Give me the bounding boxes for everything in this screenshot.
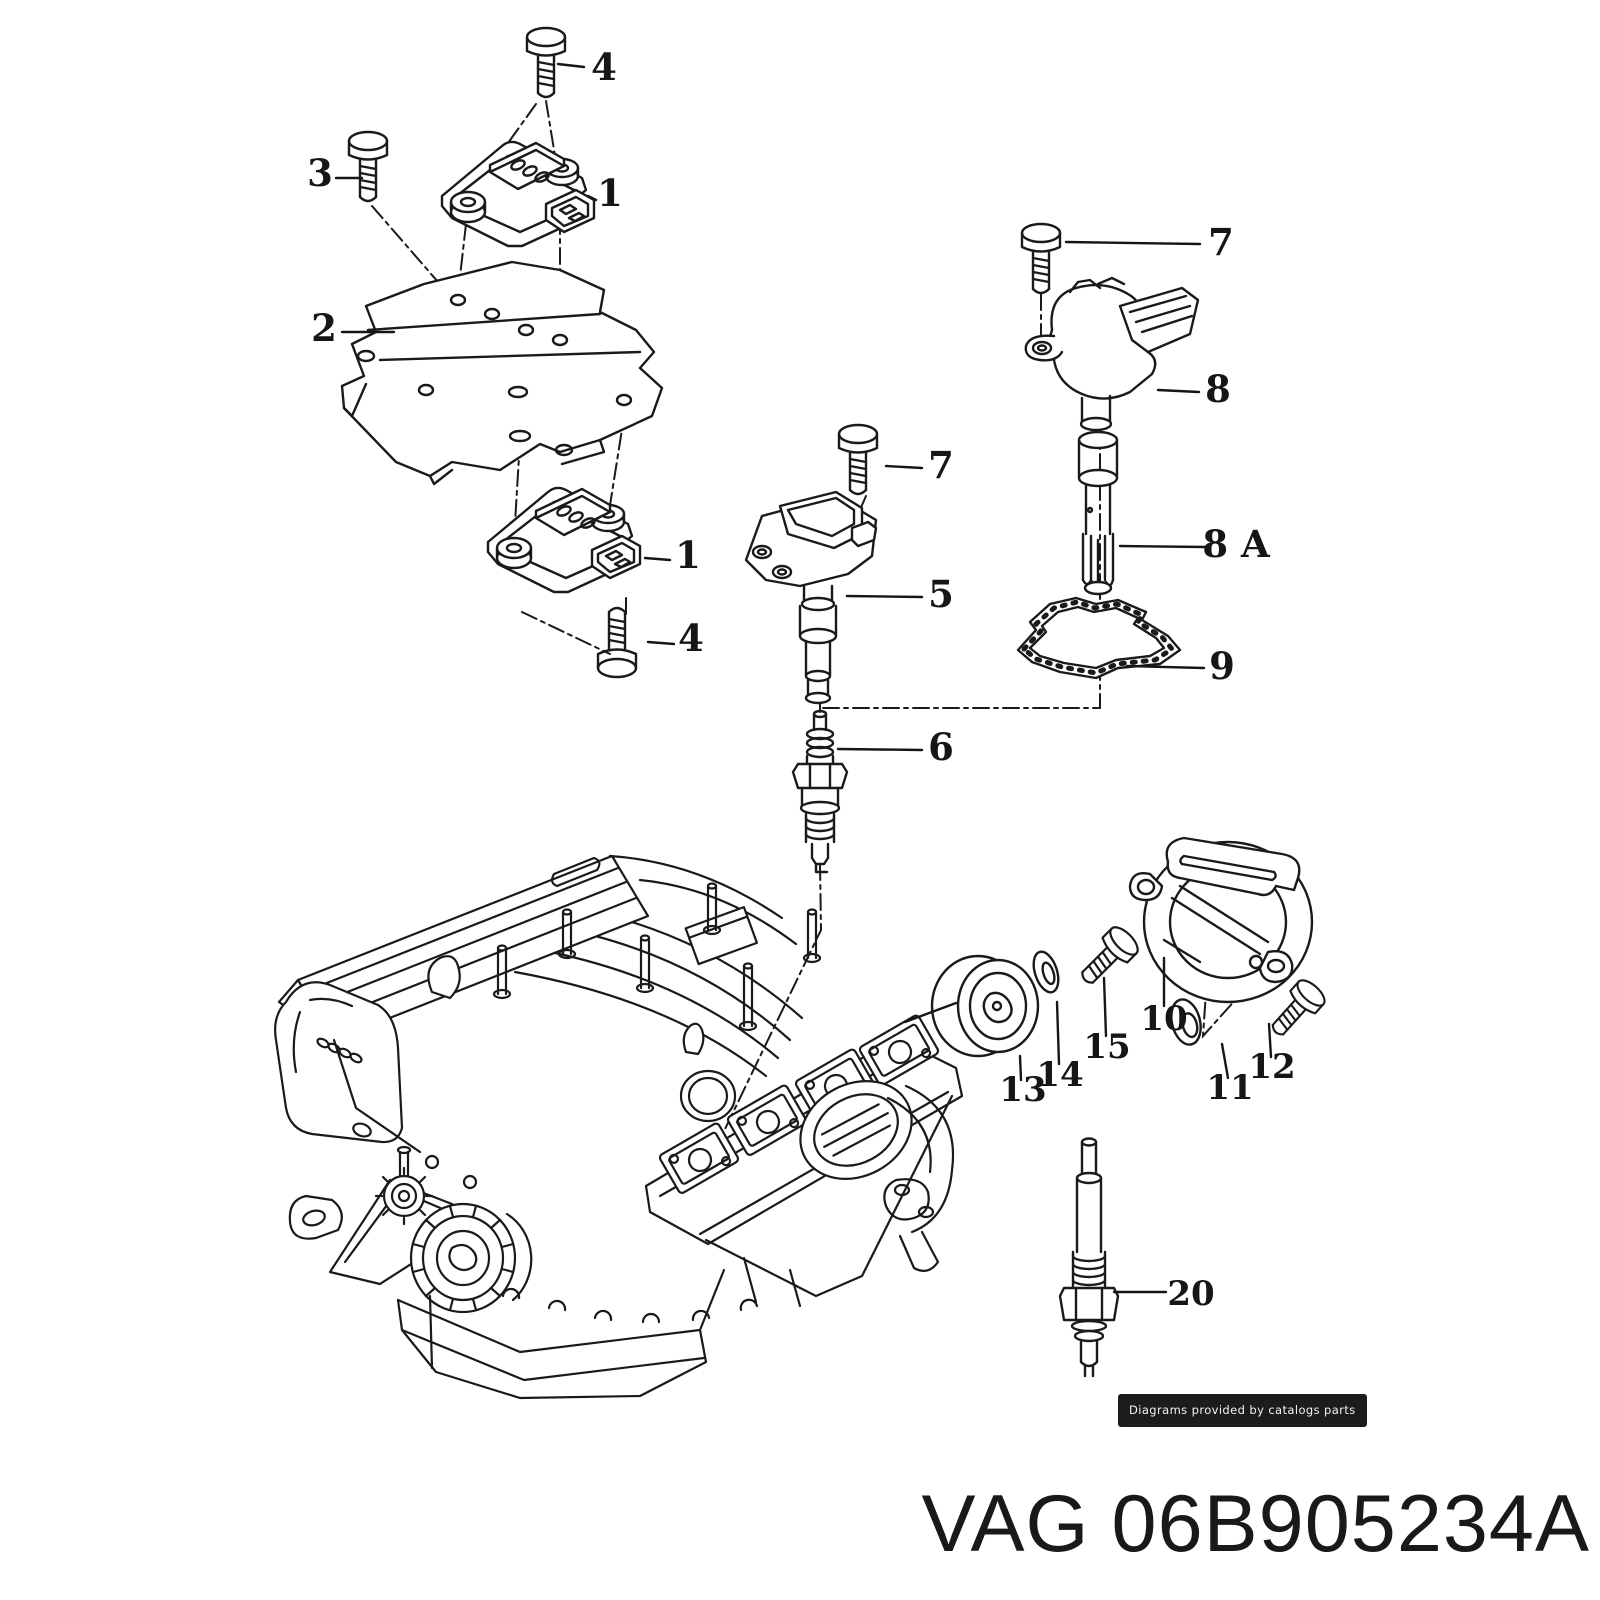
part-11-washer — [1170, 998, 1202, 1046]
part-10-retaining-clamp — [1128, 836, 1314, 1004]
watermark-text: Diagrams provided by catalogs parts — [1129, 1403, 1356, 1417]
callout-10: 10 — [1140, 999, 1187, 1039]
callout-7-middle: 7 — [928, 443, 954, 487]
callout-13: 13 — [999, 1070, 1046, 1110]
leader-8a — [1118, 544, 1208, 549]
part-20-glow-plug — [1058, 1137, 1120, 1378]
part-7-bolt-right — [1020, 222, 1062, 295]
callout-7-right: 7 — [1208, 220, 1234, 264]
leader-11 — [1220, 1042, 1230, 1080]
leader-8 — [1156, 388, 1201, 394]
part-13-roller — [930, 954, 1040, 1058]
leader-7-right — [1064, 240, 1202, 246]
part-8a-connector-sleeve — [1077, 430, 1119, 596]
leader-14 — [1055, 1000, 1061, 1066]
leader-1-upper — [586, 194, 598, 202]
callout-leader-lines — [334, 62, 1273, 1294]
callout-15: 15 — [1083, 1027, 1130, 1067]
leader-7-middle — [884, 464, 924, 470]
callout-3: 3 — [307, 151, 333, 195]
callout-8: 8 — [1205, 367, 1231, 411]
callout-14: 14 — [1036, 1055, 1083, 1095]
leader-6 — [836, 747, 924, 752]
part-3-bolt — [347, 130, 389, 203]
part-15-bolt — [1071, 921, 1144, 994]
callout-12: 12 — [1248, 1047, 1295, 1087]
leader-13 — [1018, 1054, 1023, 1082]
leader-12 — [1267, 1022, 1273, 1059]
leader-5 — [845, 594, 924, 599]
callout-11: 11 — [1206, 1068, 1253, 1108]
callout-20: 20 — [1167, 1274, 1214, 1314]
engine-illustration — [274, 854, 964, 1400]
callout-4-top: 4 — [591, 45, 617, 89]
watermark-badge: Diagrams provided by catalogs parts — [1118, 1394, 1367, 1427]
part-14-washer — [1032, 950, 1060, 994]
callout-6: 6 — [928, 725, 954, 769]
leader-4-lower — [646, 640, 676, 646]
part-6-spark-plug — [791, 709, 849, 874]
callout-9: 9 — [1209, 644, 1235, 688]
part-9-gasket — [1016, 596, 1182, 680]
part-4-bolt-lower — [596, 606, 638, 679]
part-number: 06B905234A — [1111, 1479, 1590, 1569]
leader-4-top — [556, 62, 586, 69]
leader-15 — [1102, 976, 1108, 1038]
leader-9 — [1125, 664, 1206, 670]
leader-1-lower — [643, 556, 672, 562]
part-5-ignition-coil — [744, 490, 878, 705]
callout-4-lower: 4 — [678, 616, 704, 660]
callout-2: 2 — [311, 306, 337, 350]
part-7-bolt-middle — [837, 423, 879, 496]
part-8-ignition-coil — [1024, 276, 1200, 432]
callout-8a: 8 A — [1202, 522, 1271, 566]
part-4-bolt-top — [525, 26, 567, 99]
part-1-control-module-lower — [486, 486, 642, 594]
callout-1-upper: 1 — [597, 171, 623, 215]
part-2-bracket-plate — [340, 260, 664, 486]
brand-label: VAG — [921, 1479, 1090, 1569]
leader-13-engine — [903, 1001, 958, 1024]
callout-5: 5 — [928, 572, 954, 616]
callout-1-lower: 1 — [675, 533, 701, 577]
